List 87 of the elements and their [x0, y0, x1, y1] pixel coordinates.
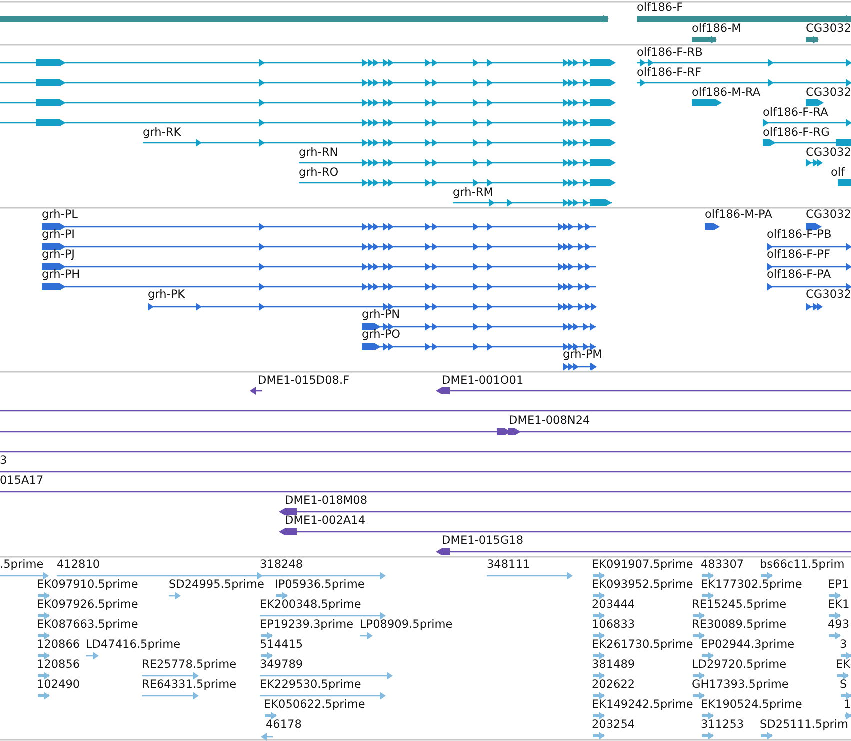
- clone-label: DME1-008N24: [509, 414, 590, 427]
- gene-label: grh-PH: [42, 268, 80, 281]
- gene-label: olf186-F-RB: [637, 46, 703, 59]
- read-label: EK200348.5prime: [260, 598, 362, 611]
- gene-label: grh-PI: [42, 228, 75, 241]
- read-label: 318248: [260, 558, 304, 571]
- read-label: SD25111.5prim: [760, 718, 849, 731]
- gene-label: olf186-F-RA: [763, 106, 828, 119]
- gene-label: olf186-F-PA: [767, 268, 832, 281]
- gene-label: grh-RO: [299, 166, 339, 179]
- read-label: 46178: [266, 718, 302, 731]
- read-label: EK149242.5prime: [592, 698, 694, 711]
- read-label: 203444: [592, 598, 636, 611]
- gene-label: grh-PM: [563, 348, 602, 361]
- gene-label: olf186-F-RF: [637, 66, 702, 79]
- read-label: EK: [836, 658, 851, 671]
- read-label: 120856: [37, 658, 80, 671]
- gene-label: grh-PJ: [42, 248, 75, 261]
- read-label: EK229530.5prime: [260, 678, 362, 691]
- clone-label: DME1-001O01: [442, 374, 524, 387]
- read-label: 106833: [592, 618, 636, 631]
- clone-label: DME1-015D08.F: [258, 374, 350, 387]
- read-label: EK190524.5prime: [701, 698, 802, 711]
- read-label: 3: [840, 638, 848, 651]
- gene-label: CG3032: [806, 86, 851, 99]
- clone-label: 015A17: [0, 474, 44, 487]
- clone-label: DME1-015G18: [442, 534, 524, 547]
- read-label: 102490: [37, 678, 80, 691]
- gene-label: olf186-F: [637, 1, 684, 14]
- read-label: S: [840, 678, 848, 691]
- read-label: 381489: [592, 658, 636, 671]
- read-label: RE25778.5prime: [142, 658, 237, 671]
- read-label: RE15245.5prime: [692, 598, 787, 611]
- read-label: .5prime: [0, 558, 44, 571]
- read-label: EK261730.5prime: [592, 638, 694, 651]
- read-label: EP1: [828, 578, 850, 591]
- read-label: 120866: [37, 638, 80, 651]
- gene-label: grh-PN: [362, 308, 400, 321]
- gene-label: olf186-F-RG: [763, 126, 830, 139]
- read-label: 202622: [592, 678, 636, 691]
- read-label: 412810: [57, 558, 100, 571]
- read-label: LD29720.5prime: [692, 658, 787, 671]
- read-label: 348111: [487, 558, 530, 571]
- read-label: EP19239.3prime: [260, 618, 354, 631]
- read-label: EK177302.5prime: [701, 578, 802, 591]
- gene-label: CG3032: [806, 208, 851, 221]
- gene-label: grh-PK: [148, 288, 186, 301]
- read-label: EK097910.5prime: [37, 578, 138, 591]
- read-label: 349789: [260, 658, 304, 671]
- gene-label: grh-RN: [299, 146, 338, 159]
- read-label: 1: [844, 698, 851, 711]
- read-label: 203254: [592, 718, 636, 731]
- read-label: LP08909.5prime: [360, 618, 453, 631]
- clone-label: DME1-002A14: [285, 514, 366, 527]
- read-label: RE30089.5prime: [692, 618, 787, 631]
- read-label: EK097926.5prime: [37, 598, 138, 611]
- read-label: IP05936.5prime: [275, 578, 365, 591]
- read-label: RE64331.5prime: [142, 678, 237, 691]
- read-label: 514415: [260, 638, 304, 651]
- read-label: bs66c11.5prim: [760, 558, 845, 571]
- read-label: EK093952.5prime: [592, 578, 694, 591]
- read-label: 493: [828, 618, 850, 631]
- gene-label: grh-PO: [362, 328, 401, 341]
- read-label: EK050622.5prime: [264, 698, 366, 711]
- gene-label: olf186-M: [692, 22, 742, 35]
- gene-label: olf186-F-PF: [767, 248, 831, 261]
- read-label: LD47416.5prime: [86, 638, 181, 651]
- gene-label: olf186-M-PA: [705, 208, 772, 221]
- read-label: SD24995.5prime: [169, 578, 264, 591]
- read-label: GH17393.5prime: [692, 678, 789, 691]
- read-label: EP02944.3prime: [701, 638, 795, 651]
- clone-label: DME1-018M08: [285, 494, 368, 507]
- gene-label: grh-RM: [453, 186, 494, 199]
- read-label: EK087663.5prime: [37, 618, 138, 631]
- gene-label: grh-RK: [143, 126, 182, 139]
- gene-label: olf: [831, 166, 846, 179]
- read-label: EK091907.5prime: [592, 558, 694, 571]
- gene-label: CG3032: [806, 22, 851, 35]
- gene-label: olf186-F-PB: [767, 228, 832, 241]
- gene-label: CG3032: [806, 288, 851, 301]
- gene-label: grh-PL: [42, 208, 78, 221]
- gene-label: CG3032: [806, 146, 851, 159]
- clone-label: 3: [0, 454, 8, 467]
- gene-label: olf186-M-RA: [692, 86, 761, 99]
- read-label: 483307: [701, 558, 744, 571]
- read-label: 311253: [701, 718, 744, 731]
- read-label: EK1: [828, 598, 850, 611]
